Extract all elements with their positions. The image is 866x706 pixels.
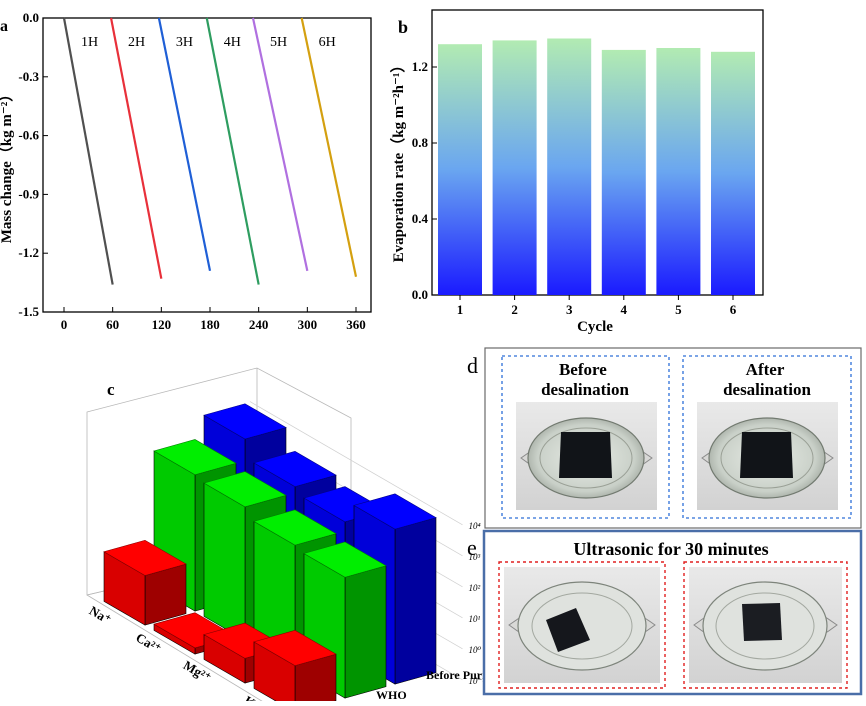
panel-a-series-line-6H — [300, 17, 358, 277]
panel-a-series-line-2H — [109, 17, 163, 279]
panel-c-bar-top — [203, 471, 287, 508]
panel-d-right-dashed-box — [682, 355, 852, 519]
panel-c-z-tick-label: 10³ — [469, 552, 481, 562]
panel-b-x-tick-label: 5 — [675, 302, 682, 317]
panel-a-plot-frame — [42, 17, 372, 313]
panel-c-bar-after-purification-3 — [253, 630, 337, 706]
panel-a-y-tick-label: -0.3 — [18, 69, 39, 84]
panel-a-y-tick-label: 0.0 — [23, 10, 39, 25]
photo-after-desalination — [697, 402, 838, 510]
panel-c-bar-top — [253, 509, 337, 546]
panel-c-z-tick-label: 10⁻¹ — [469, 676, 486, 686]
panel-b-axes: 1 2 3 4 5 6 0.0 0.4 0.8 1.2 — [412, 59, 737, 317]
panel-a-y-tick-label: -1.2 — [18, 245, 39, 260]
panel-a-x-tick-label: 240 — [249, 317, 269, 332]
panel-a-series-label-6H: 6H — [319, 35, 336, 50]
panel-c-bar-top — [153, 439, 237, 476]
panel-c-bar-front — [203, 482, 246, 641]
panel-a-series-line-4H — [205, 17, 260, 285]
panel-a-series-line-5H — [251, 17, 309, 272]
panel-a-x-tick-label: 120 — [152, 317, 172, 332]
panel-b-bar-4 — [601, 49, 646, 296]
panel-d-left-dashed-box — [501, 355, 670, 519]
panel-c-ion-label: Na⁺ — [87, 603, 114, 627]
panel-c-bar-after-purification-0 — [103, 539, 187, 626]
panel-b-ylabel: Evaporation rate（kg m⁻²h⁻¹） — [389, 58, 407, 263]
panel-a-series-line-3H — [157, 17, 212, 272]
panel-a-y-tick-label: -1.5 — [18, 304, 39, 319]
panel-b-bar-5 — [656, 48, 701, 295]
panel-b-x-tick-label: 1 — [457, 302, 464, 317]
panel-b-y-tick-label: 1.2 — [412, 59, 428, 74]
panel-c-group-label: WHO — [376, 688, 407, 701]
panel-a-x-tick-label: 180 — [200, 317, 220, 332]
panel-c-z-tick-label: 10⁰ — [469, 645, 482, 655]
panel-d-left-caption: Before desalination — [541, 360, 629, 399]
photo-ultrasonic-left — [504, 567, 660, 683]
panel-c-z-tick-label: 10¹ — [469, 614, 481, 624]
panel-e-left-dashed-box — [498, 561, 666, 689]
panel-a-x-tick-label: 0 — [61, 317, 68, 332]
panel-a-series: 1H 2H 3H 4H 5H 6H — [62, 17, 358, 285]
panel-a-x-tick-label: 60 — [106, 317, 119, 332]
panel-b-x-tick-label: 2 — [511, 302, 518, 317]
panel-b-bar-2 — [492, 40, 537, 296]
panel-a-series-label-1H: 1H — [81, 35, 98, 50]
panel-c-bar-top — [103, 539, 187, 576]
panel-b-y-tick-label: 0.4 — [412, 211, 429, 226]
panel-a-ylabel: Mass change（kg m⁻²） — [0, 87, 15, 244]
panel-e: e Ultrasonic for 30 minutes — [467, 529, 863, 696]
panel-c-bar-top — [253, 451, 337, 487]
panel-b-bar-6 — [711, 51, 755, 295]
panel-d-letter: d — [467, 353, 478, 378]
panel-c-bar-top — [303, 541, 387, 578]
panel-c-letter: c — [107, 380, 115, 399]
panel-a-axes: 0 60 120 180 240 300 360 0.0 -0.3 -0.6 -0.9 -1.2 -1.… — [18, 10, 365, 332]
panel-a-letter: a — [0, 18, 8, 35]
panel-a-series-line-1H — [62, 17, 114, 285]
panel-b-y-tick-label: 0.0 — [412, 287, 428, 302]
panel-a-x-tick-label: 360 — [346, 317, 366, 332]
panel-b-bars — [438, 38, 755, 296]
photo-ultrasonic-right — [689, 567, 842, 683]
panel-d: d Before desalination After desalination — [467, 347, 862, 529]
panel-a-x-tick-label: 300 — [298, 317, 318, 332]
panel-c-z-tick-label: 10² — [469, 583, 481, 593]
panel-a-y-tick-label: -0.6 — [18, 128, 39, 143]
panel-b-y-tick-label: 0.8 — [412, 135, 429, 150]
panel-c-bar-top — [253, 630, 337, 666]
panel-c-bars — [103, 403, 437, 706]
panel-c-bar-top — [203, 403, 287, 440]
panel-b-plot-frame — [431, 9, 764, 296]
panel-a-series-label-3H: 3H — [176, 35, 193, 50]
panel-c-bar-side — [394, 517, 437, 685]
panel-e-letter: e — [467, 535, 477, 560]
panel-b-bar-3 — [547, 38, 592, 295]
panel-c-bar-side — [344, 565, 387, 699]
panel-b-x-tick-label: 4 — [621, 302, 628, 317]
panel-b-x-tick-label: 3 — [566, 302, 573, 317]
panel-b-letter: b — [398, 17, 408, 37]
panel-c-bar-top — [353, 493, 437, 530]
panel-a-series-label-2H: 2H — [128, 35, 145, 50]
panel-c-ion-label: K⁺ — [242, 693, 264, 701]
panel-b-xlabel: Cycle — [577, 319, 613, 335]
panel-c-gridline — [249, 401, 463, 526]
photo-before-desalination — [516, 402, 657, 510]
panel-a-y-tick-label: -0.9 — [18, 186, 39, 201]
panel-a: a Mass change（kg m⁻²） 0 60 120 180 240 300 360… — [0, 10, 372, 332]
panel-a-series-label-4H: 4H — [224, 35, 241, 50]
panel-a-series-label-5H: 5H — [270, 35, 287, 50]
panel-b-x-tick-label: 6 — [730, 302, 737, 317]
panel-b-bar-1 — [438, 44, 482, 296]
panel-b: b Evaporation rate（kg m⁻²h⁻¹） Cycle 1 2 3 4… — [389, 9, 764, 335]
panel-e-title: Ultrasonic for 30 minutes — [573, 539, 768, 559]
panel-c-z-tick-label: 10⁴ — [469, 521, 481, 531]
panel-d-right-caption: After desalination — [723, 360, 811, 399]
